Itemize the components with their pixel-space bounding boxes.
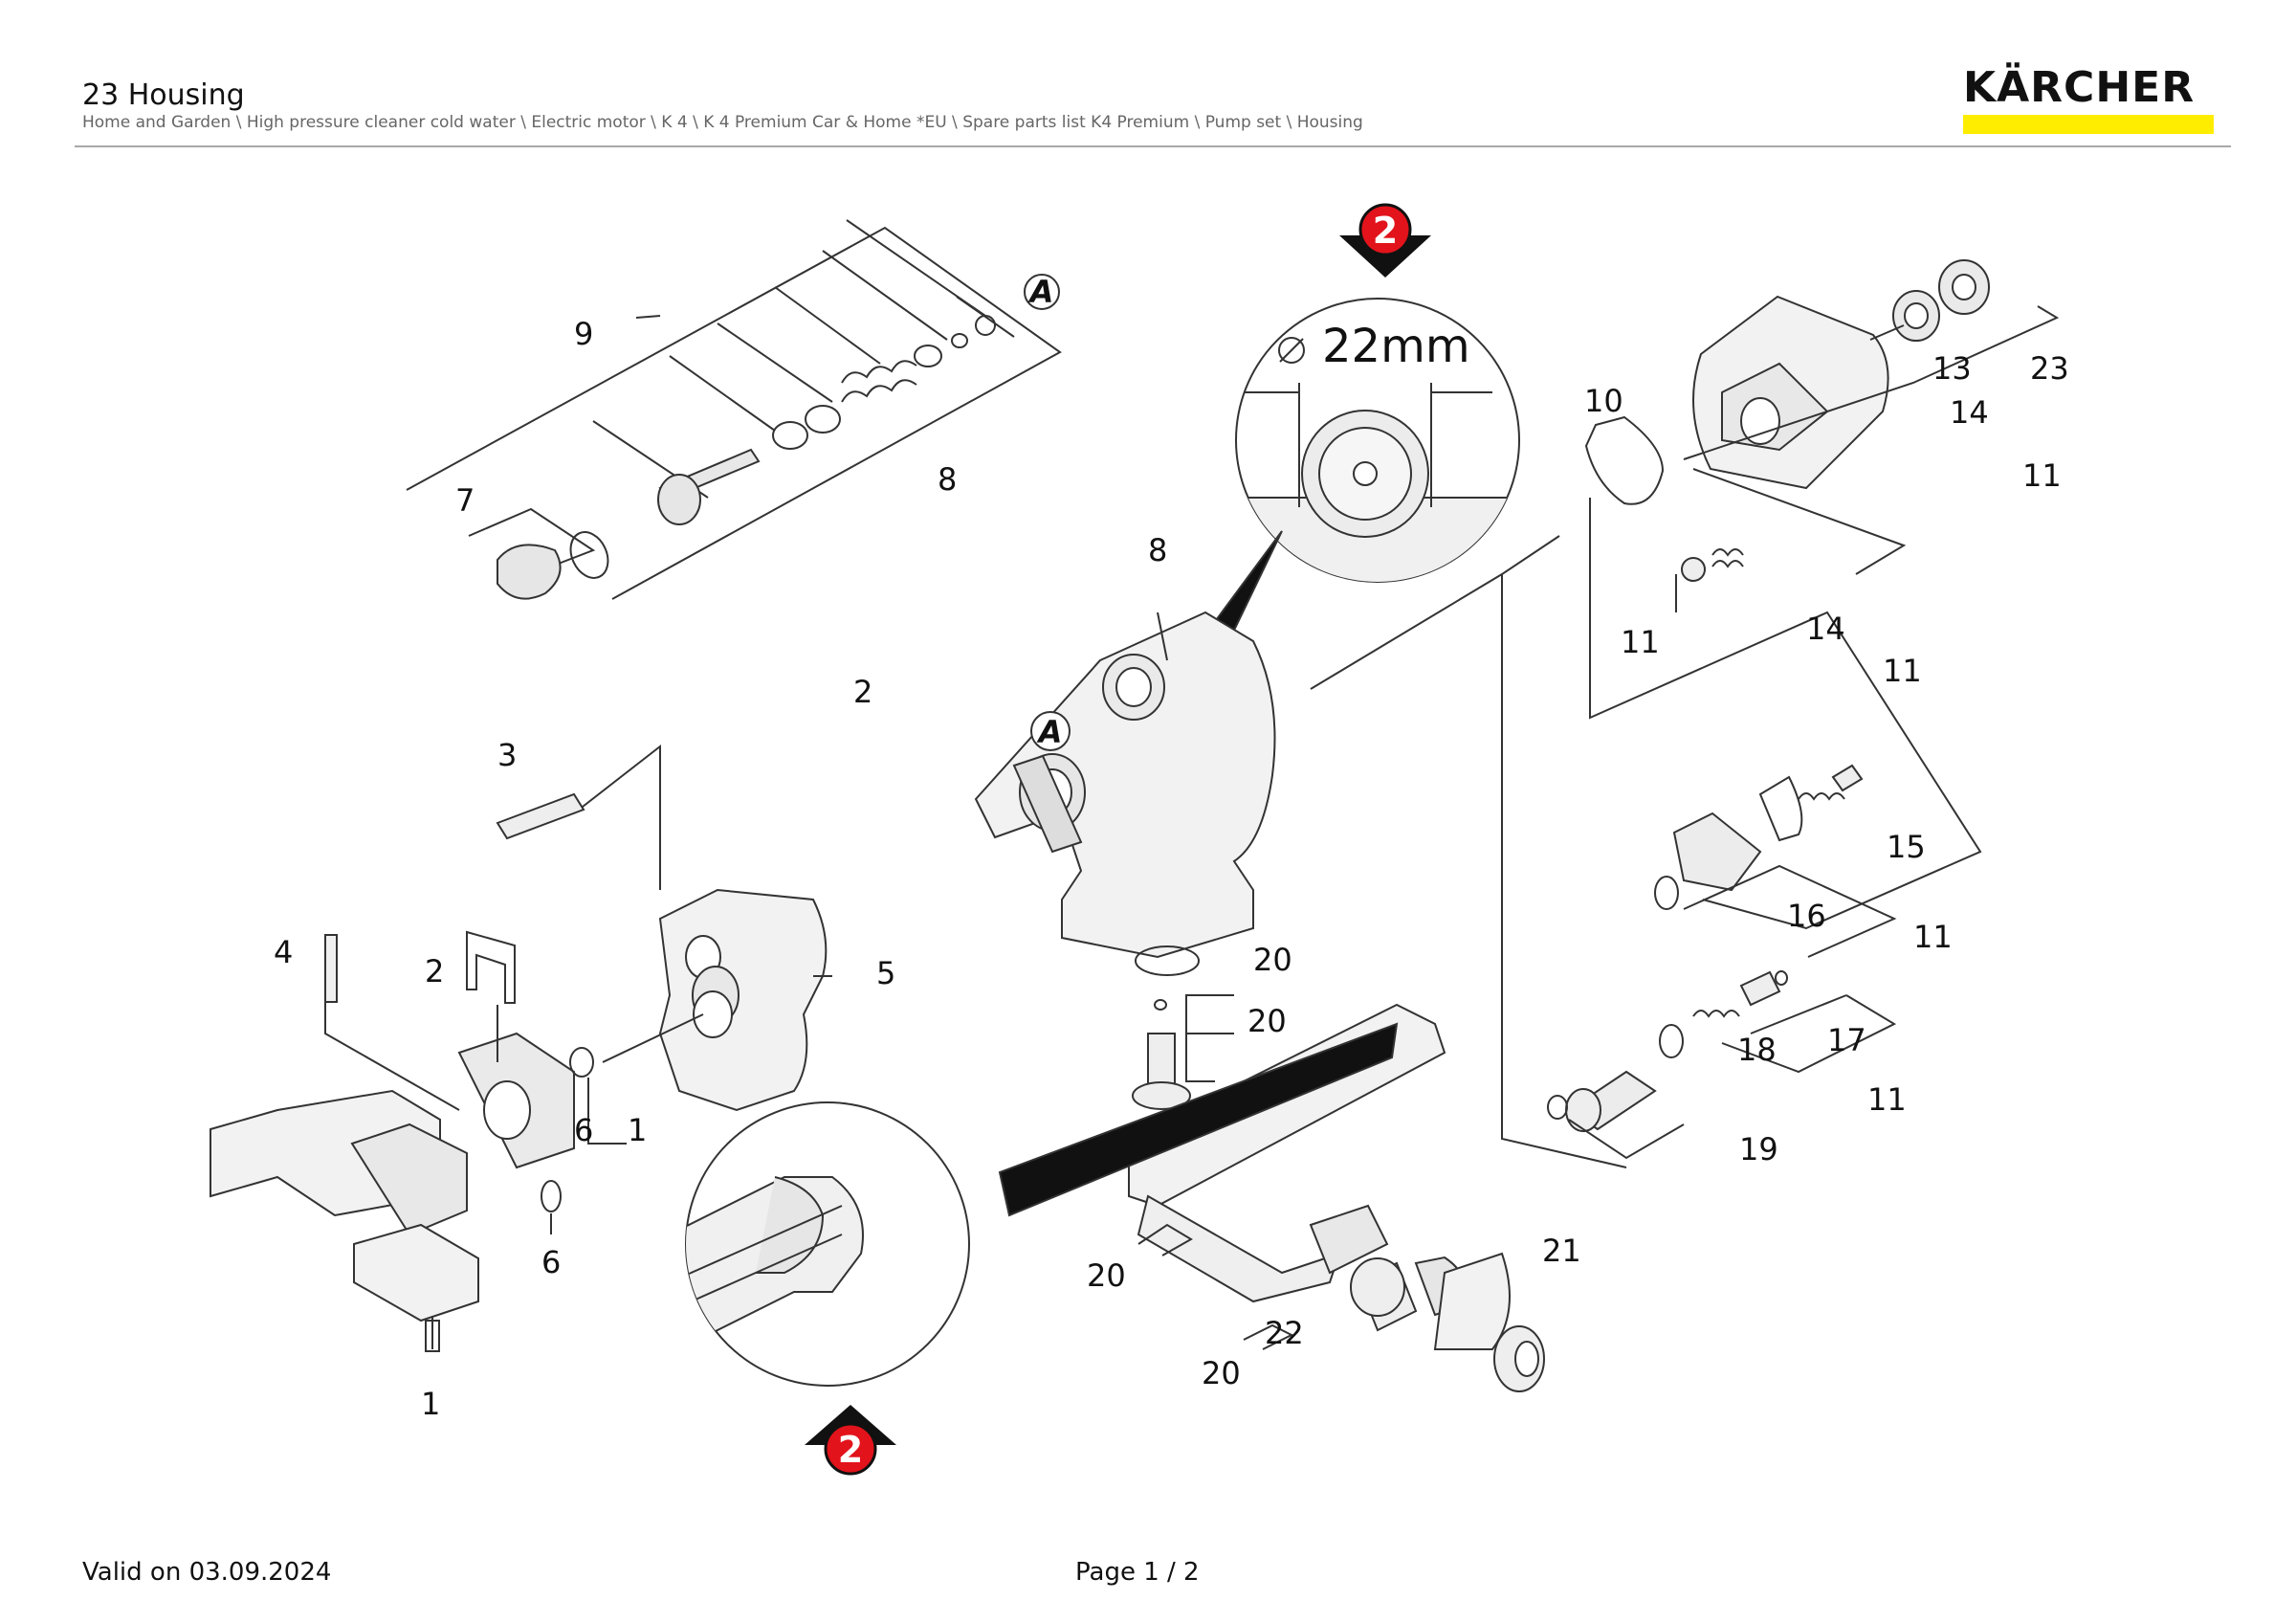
breadcrumb: Home and Garden \ High pressure cleaner … bbox=[82, 113, 1363, 132]
part-label: 2 bbox=[425, 953, 444, 989]
part-label: 11 bbox=[1883, 653, 1922, 689]
valve-assembly-group bbox=[406, 219, 1062, 600]
part-label: 15 bbox=[1887, 829, 1926, 865]
part-label: 20 bbox=[1247, 1003, 1287, 1039]
part-label: 7 bbox=[455, 482, 475, 519]
detail-marker-top: 2 bbox=[1339, 203, 1431, 278]
part-label: 10 bbox=[1584, 383, 1623, 419]
part-labels: 9 7 8 22mm 10 11 13 23 14 11 14 11 8 2 3… bbox=[274, 316, 2069, 1422]
part-label: 14 bbox=[1950, 394, 1989, 431]
part-label: 11 bbox=[2022, 457, 2062, 494]
svg-text:A: A bbox=[1027, 274, 1054, 310]
brand-logo-bar bbox=[1963, 115, 2214, 134]
part-label: 17 bbox=[1827, 1022, 1866, 1058]
svg-text:2: 2 bbox=[838, 1429, 863, 1471]
part-label: 22 bbox=[1265, 1315, 1304, 1351]
part-label: 11 bbox=[1913, 919, 1953, 955]
part-label: 14 bbox=[1806, 611, 1845, 647]
part-label: 22mm bbox=[1322, 320, 1470, 373]
part-label: 1 bbox=[421, 1386, 440, 1422]
part-label: 16 bbox=[1787, 898, 1826, 934]
part-label: 19 bbox=[1739, 1131, 1778, 1167]
part-label: 20 bbox=[1202, 1355, 1241, 1391]
part-label: 9 bbox=[574, 316, 593, 352]
part-label: 21 bbox=[1542, 1233, 1581, 1269]
header-divider bbox=[75, 145, 2231, 147]
part-label: 2 bbox=[853, 674, 872, 710]
svg-text:2: 2 bbox=[1373, 210, 1398, 252]
part-label: 18 bbox=[1737, 1032, 1777, 1068]
detail-marker-bottom: 2 bbox=[805, 1405, 896, 1476]
part-label: 20 bbox=[1253, 942, 1292, 978]
part-label: 11 bbox=[1621, 624, 1660, 660]
validity-date: Valid on 03.09.2024 bbox=[82, 1558, 332, 1587]
part-label: 1 bbox=[628, 1112, 647, 1148]
pump-head-part bbox=[974, 611, 1276, 959]
svg-text:A: A bbox=[1036, 714, 1063, 750]
part-label: 8 bbox=[1148, 532, 1167, 568]
right-parts-group bbox=[1310, 259, 2060, 1168]
part-label: 6 bbox=[541, 1244, 561, 1280]
part-label: 4 bbox=[274, 934, 293, 970]
part-label: 20 bbox=[1087, 1257, 1126, 1294]
part-label: 13 bbox=[1932, 350, 1972, 387]
pipe-assembly-group bbox=[1128, 945, 1545, 1392]
brand-logo-wordmark: KÄRCHER bbox=[1963, 63, 2196, 112]
left-housing-group bbox=[210, 744, 832, 1352]
reference-marker-a-top: A bbox=[1027, 274, 1054, 310]
reference-marker-a-center: A bbox=[1030, 711, 1071, 751]
part-label: 23 bbox=[2030, 350, 2069, 387]
page-title: 23 Housing bbox=[82, 78, 245, 112]
part-label: 6 bbox=[574, 1112, 593, 1148]
page-indicator: Page 1 / 2 bbox=[1075, 1558, 1200, 1587]
part-label: 3 bbox=[497, 737, 517, 773]
part-label: 5 bbox=[876, 955, 895, 991]
part-label: 11 bbox=[1867, 1081, 1907, 1118]
brand-logo: KÄRCHER bbox=[1963, 65, 2216, 134]
part-label: 8 bbox=[938, 461, 957, 498]
detail-zoom-bottom bbox=[685, 1022, 1399, 1387]
